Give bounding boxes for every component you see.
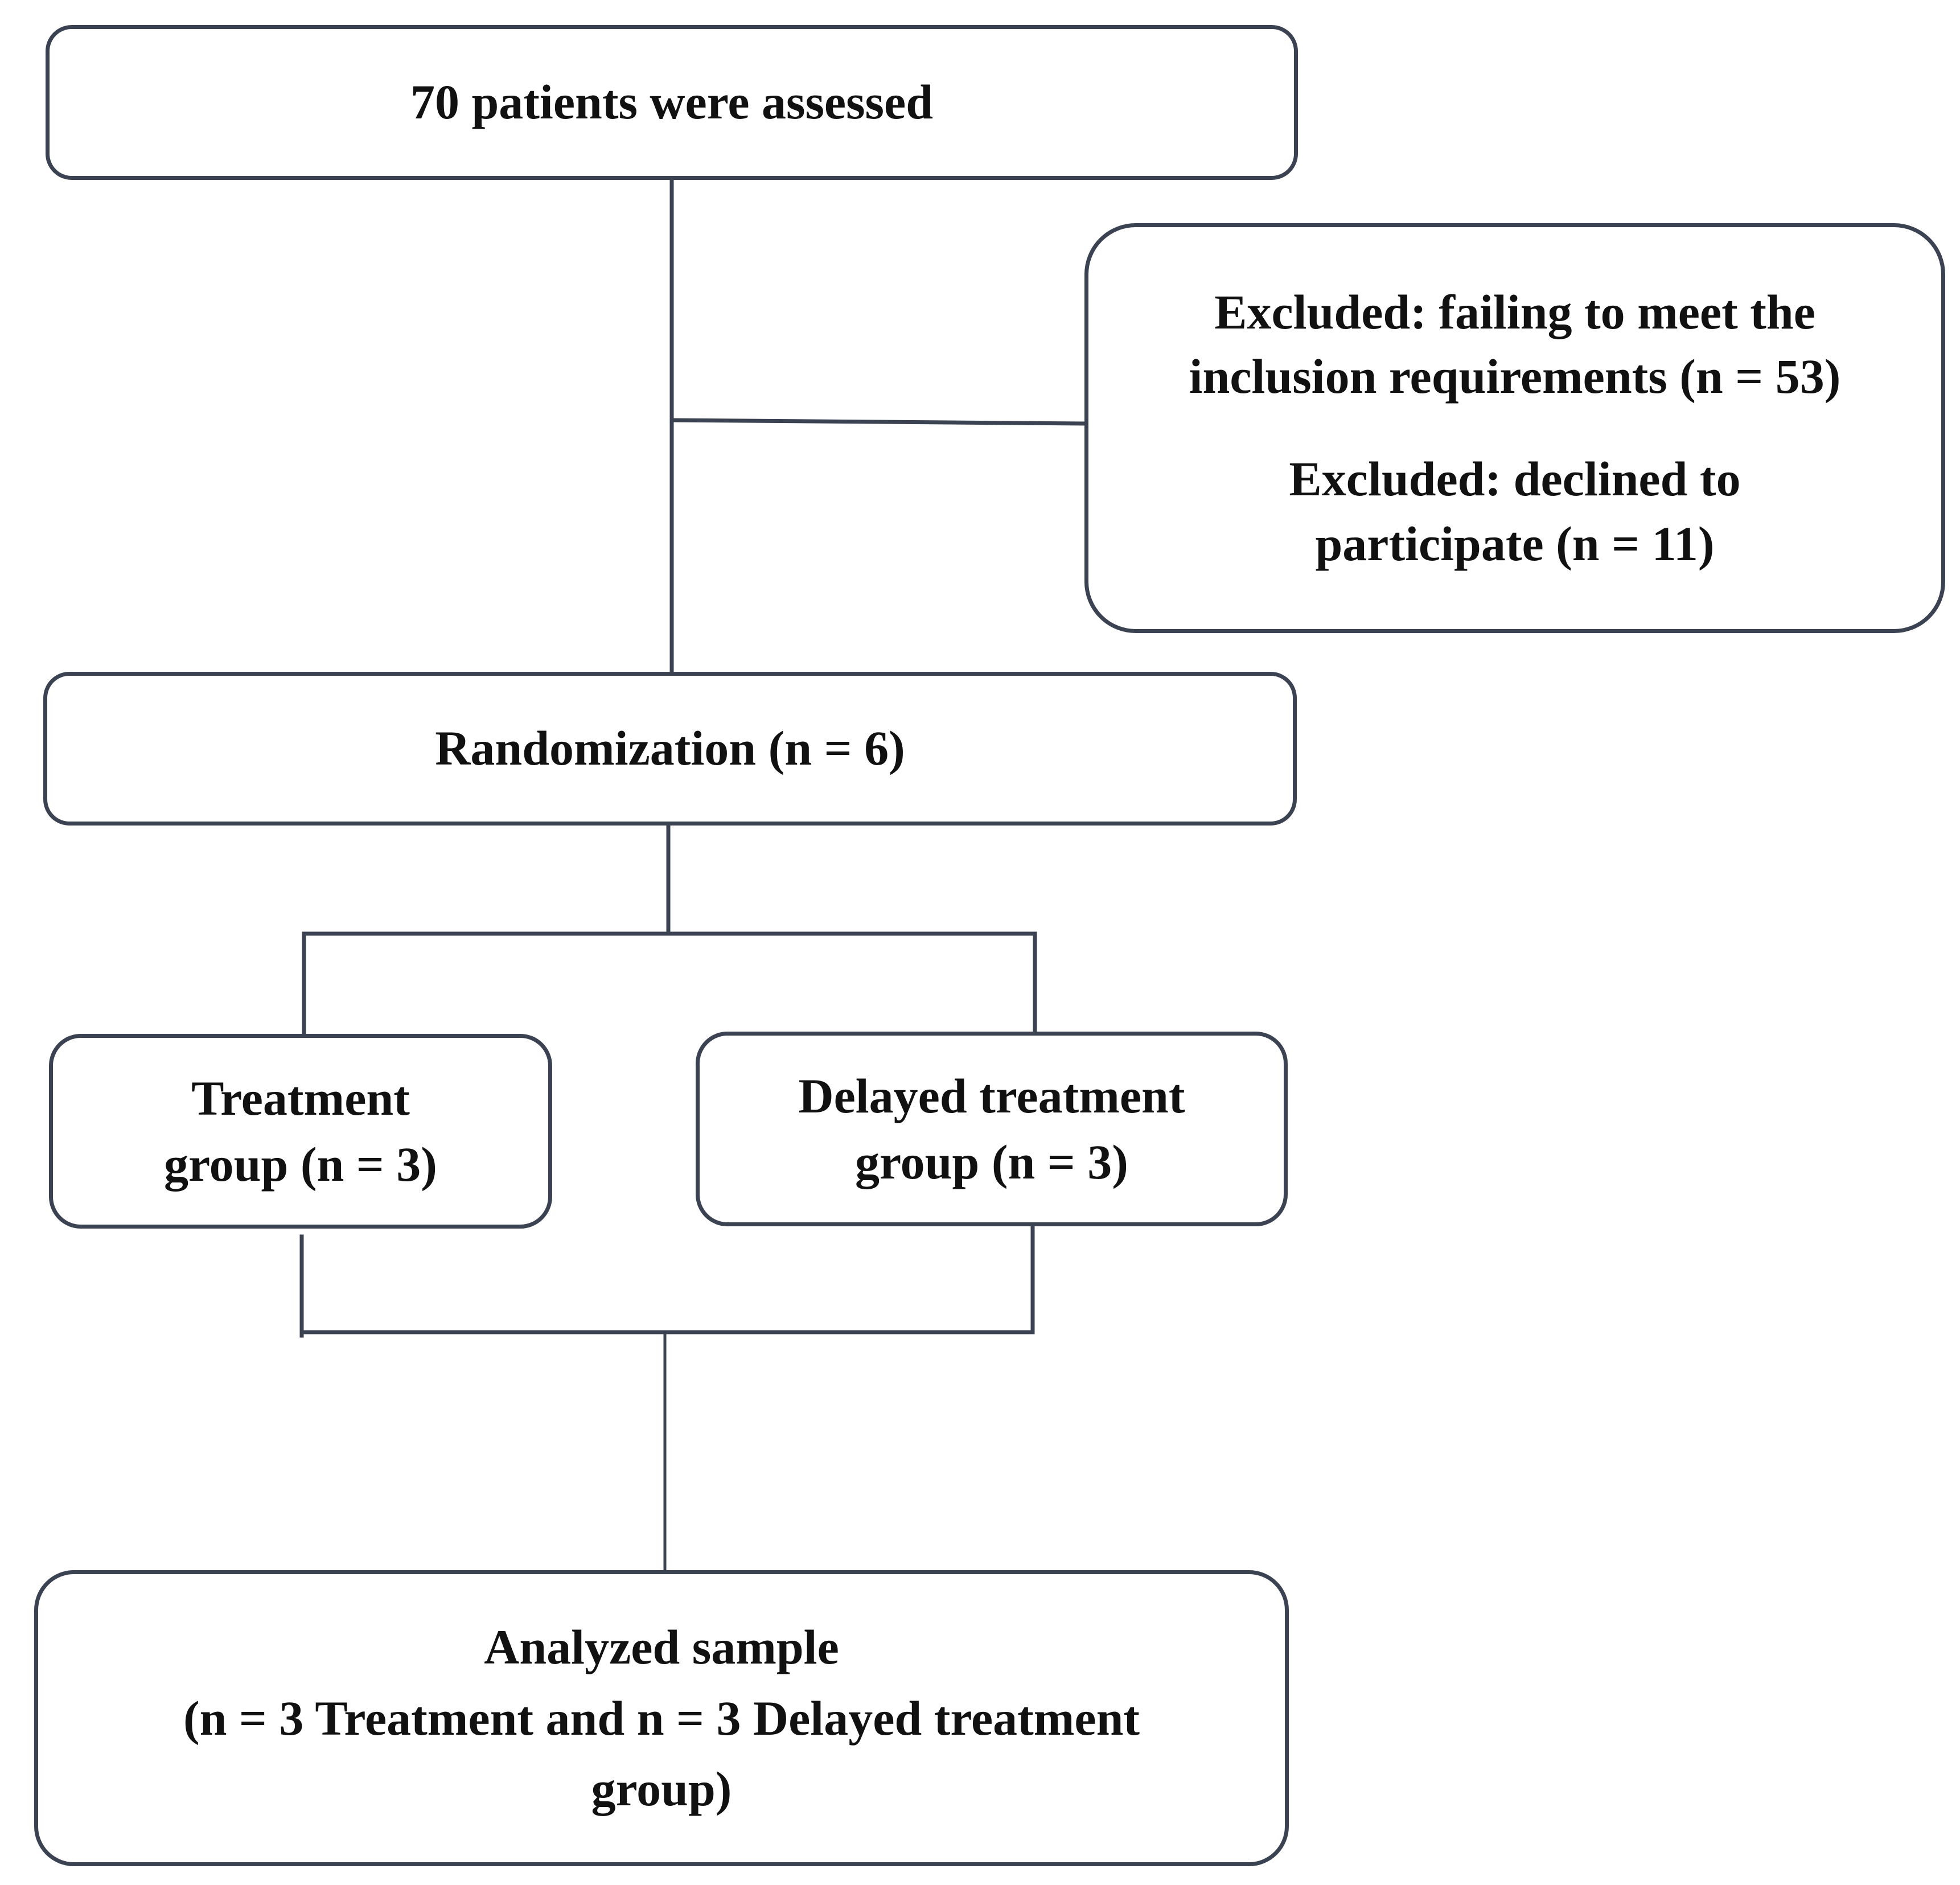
delayed-line2: group (n = 3) bbox=[855, 1135, 1128, 1189]
treatment-line1: Treatment bbox=[191, 1070, 410, 1126]
assessed-text: 70 patients were assessed bbox=[410, 75, 934, 130]
excluded-criteria-line2: inclusion requirements (n = 53) bbox=[1189, 349, 1841, 404]
box-excluded: Excluded: failing to meet the inclusion … bbox=[1084, 223, 1945, 633]
excluded-criteria-line1: Excluded: failing to meet the bbox=[1214, 284, 1815, 339]
connector-to-excluded bbox=[669, 418, 1087, 426]
excluded-declined-line2: participate (n = 11) bbox=[1315, 516, 1715, 571]
analyzed-line1: Analyzed sample bbox=[484, 1619, 839, 1674]
box-analyzed-sample: Analyzed sample (n = 3 Treatment and n =… bbox=[34, 1570, 1289, 1866]
randomization-text: Randomization (n = 6) bbox=[435, 721, 905, 776]
box-delayed-treatment-group: Delayed treatment group (n = 3) bbox=[696, 1032, 1288, 1226]
excluded-declined-line1: Excluded: declined to bbox=[1289, 451, 1741, 506]
box-patients-assessed: 70 patients were assessed bbox=[46, 25, 1298, 180]
delayed-line1: Delayed treatment bbox=[798, 1068, 1185, 1123]
box-treatment-group: Treatment group (n = 3) bbox=[49, 1034, 552, 1229]
treatment-line2: group (n = 3) bbox=[164, 1137, 437, 1192]
box-randomization: Randomization (n = 6) bbox=[43, 672, 1297, 826]
analyzed-line2: (n = 3 Treatment and n = 3 Delayed treat… bbox=[183, 1690, 1140, 1746]
analyzed-line3: group) bbox=[591, 1761, 732, 1817]
